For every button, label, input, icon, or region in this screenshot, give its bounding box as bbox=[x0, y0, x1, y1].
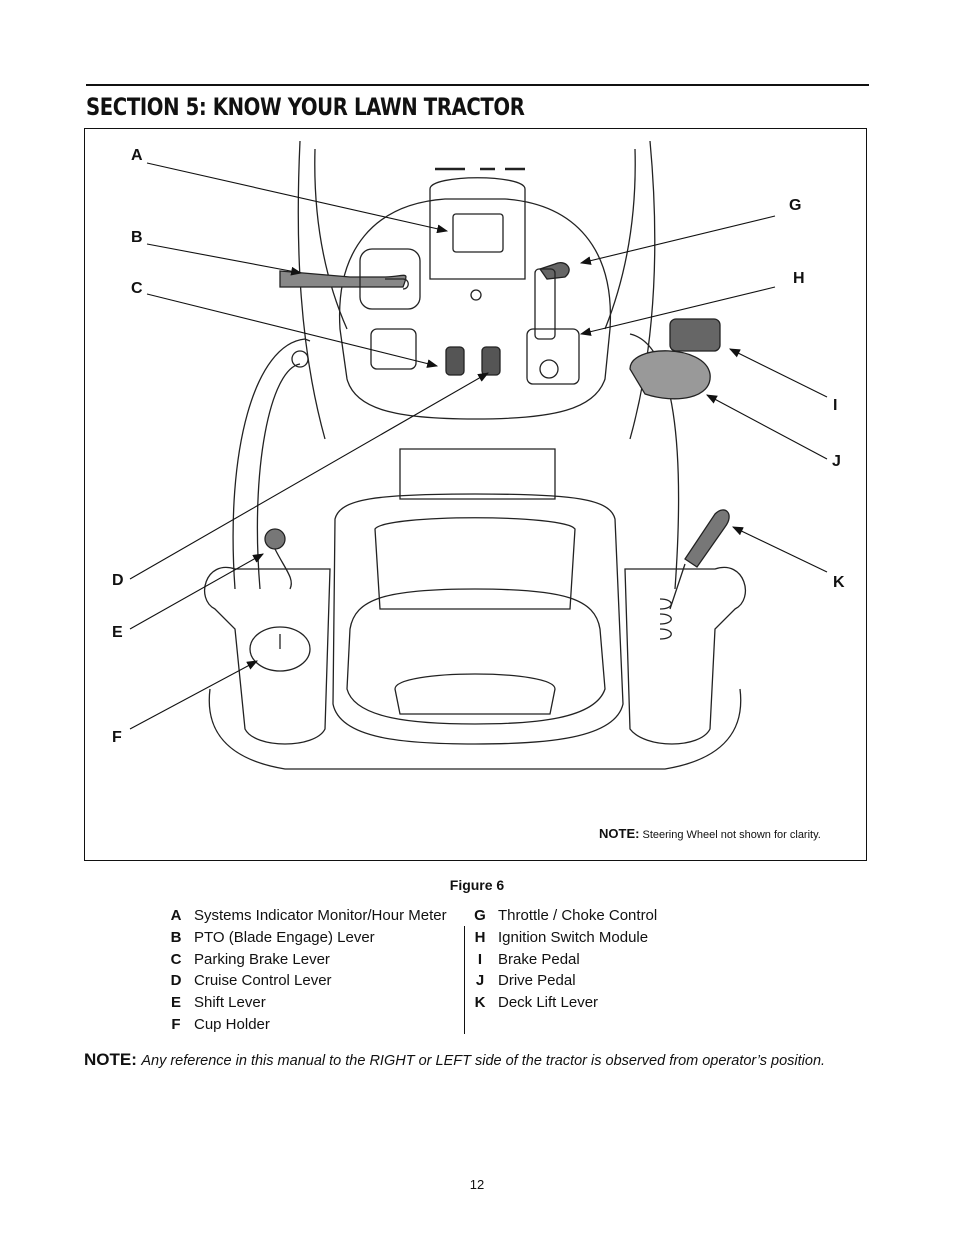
tractor-illustration bbox=[129, 140, 828, 770]
legend-letter: G bbox=[474, 907, 486, 924]
legend-text: Brake Pedal bbox=[498, 950, 580, 968]
legend-text: Drive Pedal bbox=[498, 972, 576, 990]
figure-note: NOTE: Steering Wheel not shown for clari… bbox=[599, 826, 821, 841]
parking-brake-button bbox=[445, 346, 465, 376]
callout-label-b: B bbox=[131, 229, 143, 246]
callout-leaders bbox=[129, 162, 828, 730]
bottom-note-label: NOTE: bbox=[84, 1050, 137, 1069]
right-fender bbox=[629, 333, 680, 590]
legend-letter: A bbox=[170, 907, 182, 924]
legend-text: Shift Lever bbox=[194, 994, 266, 1012]
callout-label-g: G bbox=[789, 197, 802, 214]
top-rule bbox=[86, 84, 869, 86]
left-console bbox=[204, 566, 331, 745]
figure-frame: A B C D E F G H I J K NOTE: Steering Whe… bbox=[84, 128, 867, 861]
cruise-control-button bbox=[481, 346, 501, 376]
legend-text: Throttle / Choke Control bbox=[498, 907, 658, 924]
bottom-note: NOTE: Any reference in this manual to th… bbox=[84, 1050, 825, 1070]
callout-label-a: A bbox=[131, 147, 143, 164]
legend-letter: K bbox=[474, 994, 486, 1012]
legend-letter: D bbox=[170, 972, 182, 990]
callout-label-c: C bbox=[131, 280, 143, 297]
ignition-module bbox=[526, 328, 580, 385]
legend-letter: J bbox=[475, 972, 485, 990]
callout-label-f: F bbox=[112, 729, 122, 746]
hood-outline bbox=[297, 140, 656, 440]
figure-caption: Figure 6 bbox=[449, 877, 505, 893]
legend-letter: E bbox=[170, 994, 181, 1012]
legend-divider bbox=[464, 926, 465, 1034]
legend-text: Systems Indicator Monitor/Hour Meter bbox=[194, 907, 447, 924]
legend-text: Deck Lift Lever bbox=[498, 994, 599, 1012]
callout-label-e: E bbox=[112, 624, 123, 641]
shift-lever bbox=[264, 528, 286, 550]
indicator-monitor bbox=[452, 213, 504, 253]
page-number: 12 bbox=[469, 1177, 485, 1192]
legend-text: Cruise Control Lever bbox=[194, 972, 332, 990]
dashboard-outline bbox=[338, 198, 612, 420]
figure-note-label: NOTE: bbox=[599, 826, 640, 841]
callout-label-h: H bbox=[793, 270, 805, 287]
legend-text: Parking Brake Lever bbox=[194, 950, 330, 968]
cup-holder bbox=[249, 626, 311, 672]
brake-pedal bbox=[669, 318, 721, 352]
drive-pedal bbox=[629, 350, 711, 400]
legend-letter: F bbox=[171, 1015, 181, 1033]
callout-label-d: D bbox=[112, 572, 124, 589]
legend-text: Ignition Switch Module bbox=[498, 928, 649, 946]
left-fender bbox=[232, 338, 311, 590]
right-console bbox=[624, 566, 746, 745]
pto-lever bbox=[279, 270, 407, 288]
legend-letter: B bbox=[170, 928, 182, 946]
seat bbox=[332, 493, 624, 745]
legend-letter: C bbox=[170, 950, 182, 968]
callout-label-j: J bbox=[832, 453, 841, 470]
section-title: SECTION 5: KNOW YOUR LAWN TRACTOR bbox=[86, 93, 525, 121]
legend-letter: H bbox=[474, 928, 486, 946]
legend-text: Cup Holder bbox=[194, 1015, 270, 1033]
rear-body bbox=[208, 688, 742, 770]
figure-note-text: Steering Wheel not shown for clarity. bbox=[642, 829, 821, 841]
bottom-note-text: Any reference in this manual to the RIGH… bbox=[141, 1053, 826, 1069]
legend-text: PTO (Blade Engage) Lever bbox=[194, 928, 375, 946]
deck-lift-lever bbox=[684, 509, 730, 568]
callout-label-i: I bbox=[833, 397, 838, 414]
legend-letter: I bbox=[477, 950, 483, 968]
callout-label-k: K bbox=[833, 574, 845, 591]
